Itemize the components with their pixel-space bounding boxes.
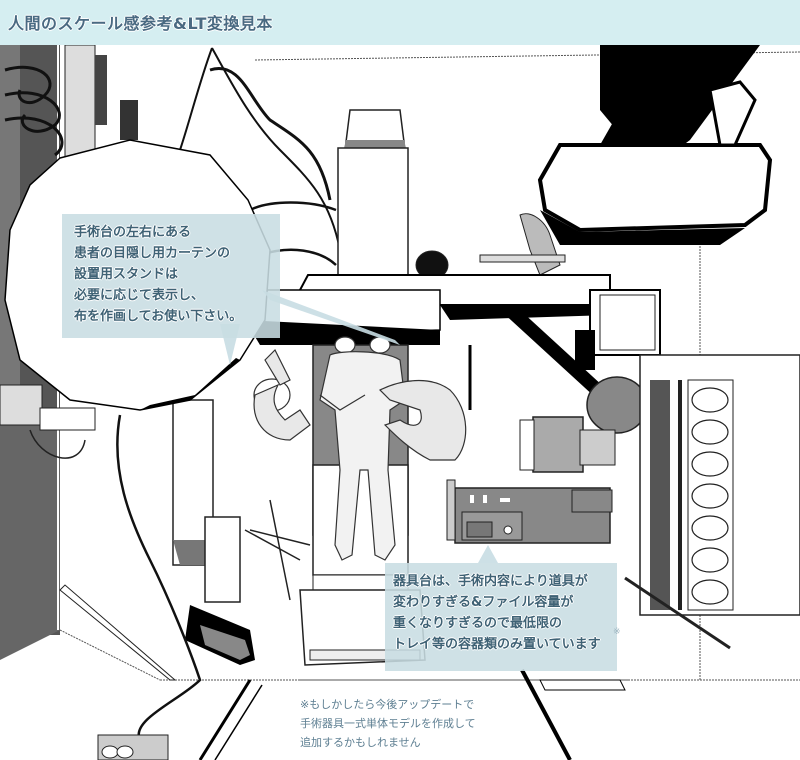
ceiling-cable	[179, 47, 341, 251]
monitor-column	[337, 109, 409, 279]
wall-mount-unit	[0, 384, 96, 459]
update-footnote: ※もしかしたら今後アップデートで 手術器具一式単体モデルを作成して 追加するかも…	[300, 695, 476, 752]
side-cart	[519, 376, 648, 473]
bottom-left-cart	[97, 734, 169, 760]
storage-shelf	[624, 354, 800, 650]
page-title: 人間のスケール感参考&LT変換見本	[8, 14, 273, 33]
callout-curtain-stand-note: 手術台の左右にある 患者の目隠し用カーテンの 設置用スタンドは 必要に応じて表示…	[62, 214, 280, 338]
note-line: 手術器具一式単体モデルを作成して	[300, 717, 476, 730]
note-line: 追加するかもしれません	[300, 736, 421, 749]
callout-line: 設置用スタンドは	[74, 267, 179, 282]
callout-line: 必要に応じて表示し、	[74, 288, 205, 303]
floor-cable	[116, 414, 202, 741]
callout-line: 布を作画してお使い下さい。	[74, 309, 243, 324]
callout-line: 変わりすぎる&ファイル容量が	[393, 595, 574, 610]
anesthesia-column	[172, 399, 255, 665]
equipment-rack	[64, 45, 138, 166]
operating-room-illustration	[0, 45, 800, 760]
surgical-light-arm	[537, 45, 773, 245]
note-line: ※もしかしたら今後アップデートで	[300, 698, 475, 711]
surgeon-figure-left	[253, 348, 311, 441]
instrument-cart	[446, 479, 613, 544]
callout-line: 手術台の左右にある	[74, 225, 192, 240]
iv-stand	[244, 499, 311, 601]
surgeon-figure-right	[378, 379, 467, 461]
callout-line: 患者の目隠し用カーテンの	[74, 246, 231, 261]
callout-right-tail	[478, 545, 498, 563]
callout-line: トレイ等の容器類のみ置いています	[393, 637, 601, 652]
callout-instrument-table-note: 器具台は、手術内容により道具が 変わりすぎる&ファイル容量が 重くなりすぎるので…	[385, 563, 617, 671]
floor-rails	[198, 669, 626, 760]
callout-line: 重くなりすぎるので最低限の	[393, 616, 563, 631]
callout-line: 器具台は、手術内容により道具が	[393, 574, 588, 589]
anesthesia-monitor	[575, 289, 661, 370]
callout-left-pointer	[262, 290, 400, 345]
header-bar: 人間のスケール感参考&LT変換見本	[0, 0, 800, 45]
cables-top-left	[4, 65, 332, 201]
background-figure	[415, 213, 566, 280]
asterisk-mark: ※	[613, 627, 621, 637]
